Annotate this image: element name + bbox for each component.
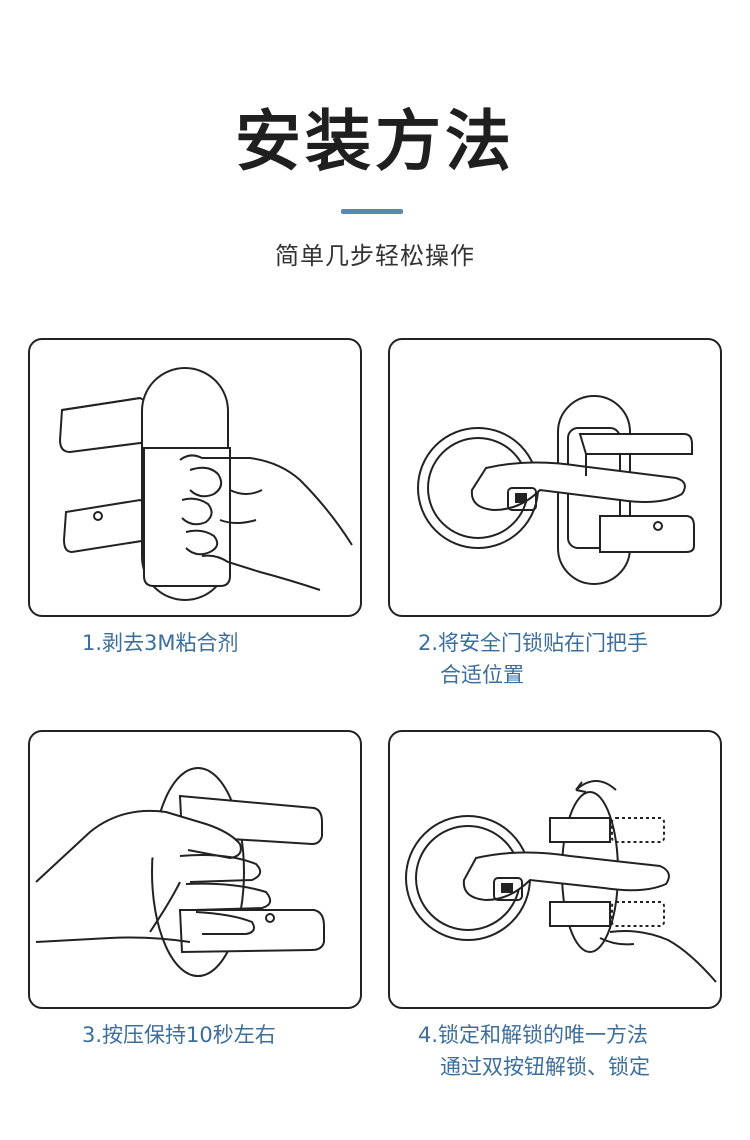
step-4-illustration bbox=[388, 730, 722, 1009]
page-subtitle: 简单几步轻松操作 bbox=[0, 236, 750, 271]
step-4-caption-line2: 通过双按钮解锁、锁定 bbox=[418, 1051, 650, 1083]
page-title: 安装方法 bbox=[0, 88, 750, 184]
step-3-caption: 3.按压保持10秒左右 bbox=[82, 1019, 276, 1051]
step-1-caption-line1: 1.剥去3M粘合剂 bbox=[82, 631, 239, 655]
step-2-illustration bbox=[388, 338, 722, 617]
step-2-caption-line2: 合适位置 bbox=[418, 659, 648, 691]
step-3-illustration bbox=[28, 730, 362, 1009]
step-2-caption: 2.将安全门锁贴在门把手 合适位置 bbox=[418, 627, 648, 691]
step-4-caption-line1: 4.锁定和解锁的唯一方法 bbox=[418, 1023, 648, 1047]
step-2-caption-line1: 2.将安全门锁贴在门把手 bbox=[418, 631, 648, 655]
step-4-caption: 4.锁定和解锁的唯一方法 通过双按钮解锁、锁定 bbox=[418, 1019, 650, 1083]
step-1-caption: 1.剥去3M粘合剂 bbox=[82, 627, 239, 659]
step-3-caption-line1: 3.按压保持10秒左右 bbox=[82, 1023, 276, 1047]
title-divider bbox=[341, 209, 403, 214]
step-1-illustration bbox=[28, 338, 362, 617]
